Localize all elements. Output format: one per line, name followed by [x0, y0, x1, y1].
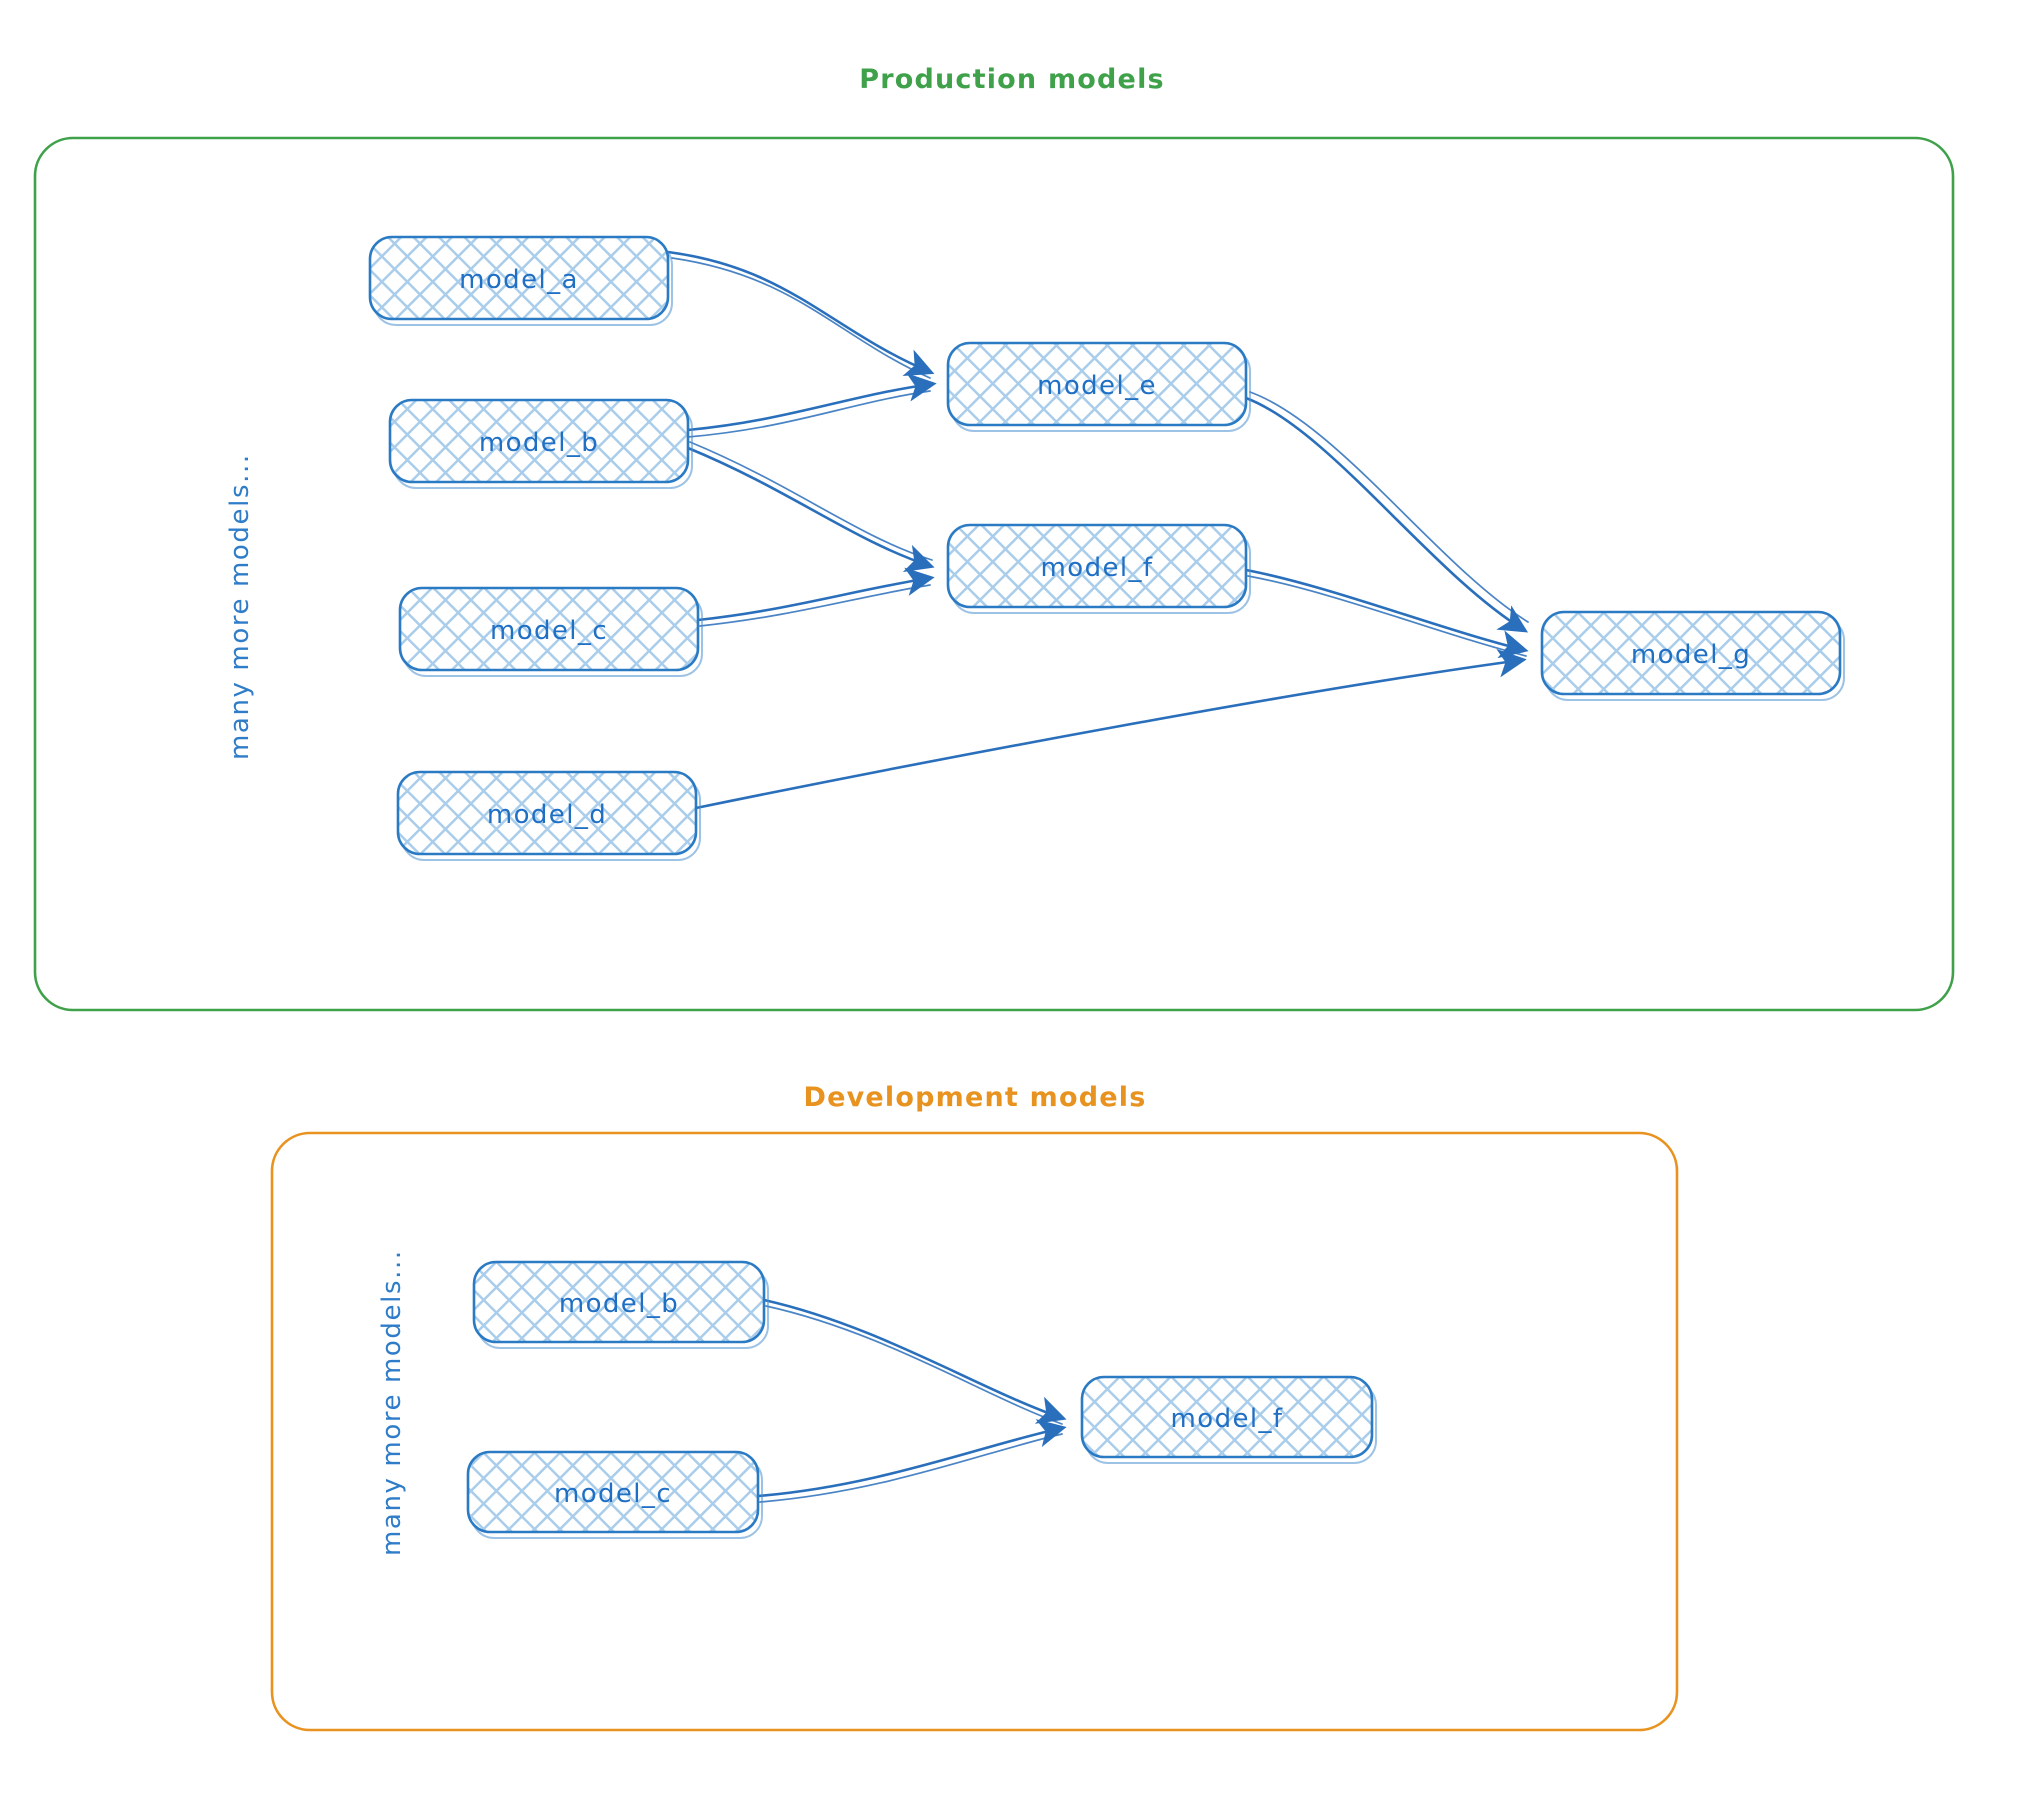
edge-model-b-to-model-f-sketch [689, 441, 933, 561]
edge-dev-model-c-to-model-f [756, 1419, 1067, 1498]
edge-model-b-to-model-f [686, 446, 935, 573]
development-group: Development models many more models... m… [270, 1082, 1679, 1732]
node-model-g-label: model_g [1631, 640, 1751, 670]
edge-model-c-to-model-f-sketch [699, 584, 931, 627]
node-model-f-box[interactable] [946, 523, 1248, 609]
node-model-c-box[interactable] [398, 586, 700, 672]
node-dev-model-c-box[interactable] [466, 1450, 760, 1534]
edge-dev-model-b-to-model-f-sketch [765, 1305, 1063, 1425]
node-model-b-label: model_b [479, 428, 599, 458]
development-node-model-f[interactable]: model_f [1080, 1375, 1377, 1464]
edge-model-f-to-model-g [1244, 568, 1529, 659]
edge-model-e-to-model-g [1244, 396, 1529, 633]
production-many-more-models-label: many more models... [225, 453, 255, 760]
production-edges [666, 250, 1529, 810]
development-many-more-models-label: many more models... [377, 1249, 407, 1556]
production-node-model-g[interactable]: model_g [1540, 610, 1845, 701]
production-node-model-a[interactable]: model_a [368, 235, 673, 326]
production-group-title: Production models [859, 64, 1165, 95]
production-node-model-f[interactable]: model_f [946, 523, 1251, 614]
development-edges [756, 1298, 1067, 1503]
production-node-model-e[interactable]: model_e [946, 341, 1251, 432]
production-node-model-d[interactable]: model_d [396, 770, 701, 861]
development-node-model-b[interactable]: model_b [472, 1260, 769, 1349]
node-model-g-box[interactable] [1540, 610, 1842, 696]
node-model-c-label: model_c [490, 616, 608, 646]
node-model-f-label: model_f [1041, 553, 1154, 583]
node-model-e-label: model_e [1037, 371, 1157, 401]
development-container [270, 1131, 1679, 1732]
node-dev-model-c-label: model_c [554, 1479, 672, 1509]
node-dev-model-f-label: model_f [1171, 1404, 1284, 1434]
node-model-d-label: model_d [487, 800, 607, 830]
edge-model-f-to-model-g-sketch [1247, 575, 1527, 657]
edge-model-d-to-model-g [694, 649, 1527, 810]
edge-model-e-to-model-g-sketch [1249, 391, 1529, 623]
edge-model-a-to-model-e-sketch [671, 257, 931, 379]
node-model-e-box[interactable] [946, 341, 1248, 427]
production-node-model-b[interactable]: model_b [388, 398, 693, 489]
edge-dev-model-b-to-model-f [762, 1298, 1067, 1424]
node-model-b-box[interactable] [388, 398, 690, 484]
production-group: Production models many more models... [33, 64, 1955, 1012]
node-dev-model-b-box[interactable] [472, 1260, 766, 1344]
development-node-model-c[interactable]: model_c [466, 1450, 763, 1539]
node-model-a-label: model_a [459, 265, 579, 295]
node-dev-model-b-label: model_b [559, 1289, 679, 1319]
node-model-a-box[interactable] [368, 235, 670, 321]
edge-model-b-to-model-e [686, 373, 937, 432]
edge-model-b-to-model-e-sketch [687, 390, 931, 438]
node-model-d-box[interactable] [396, 770, 698, 856]
edge-model-c-to-model-f [696, 567, 935, 622]
node-dev-model-f-box[interactable] [1080, 1375, 1374, 1459]
edge-model-a-to-model-e [666, 250, 935, 376]
production-node-model-c[interactable]: model_c [398, 586, 703, 677]
development-group-title: Development models [804, 1082, 1147, 1113]
edge-dev-model-c-to-model-f-sketch [759, 1433, 1063, 1503]
production-container [33, 136, 1955, 1012]
